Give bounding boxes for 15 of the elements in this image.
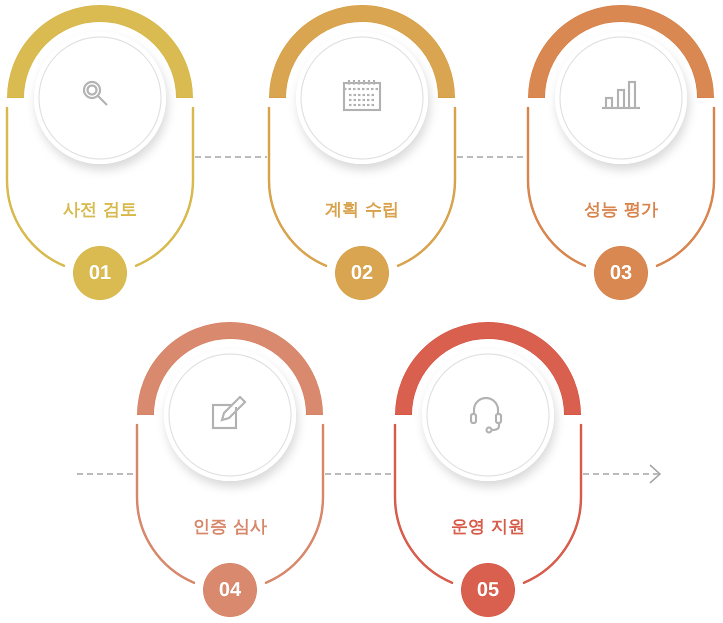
- dashed-connector: [325, 473, 393, 475]
- dashed-connector: [457, 156, 526, 158]
- step-number: 02: [335, 246, 389, 300]
- step-title: 인증 심사: [192, 516, 268, 538]
- step-title: 성능 평가: [583, 199, 659, 221]
- step-number: 05: [461, 563, 515, 617]
- dashed-connector: [77, 473, 135, 475]
- step-title: 사전 검토: [62, 199, 138, 221]
- step-title: 계획 수립: [324, 199, 400, 221]
- step-number: 03: [594, 246, 648, 300]
- step-number: 04: [203, 563, 257, 617]
- dashed-connector: [195, 156, 267, 158]
- dashed-connector: [583, 464, 661, 484]
- step-number: 01: [73, 246, 127, 300]
- step-title: 운영 지원: [450, 516, 526, 538]
